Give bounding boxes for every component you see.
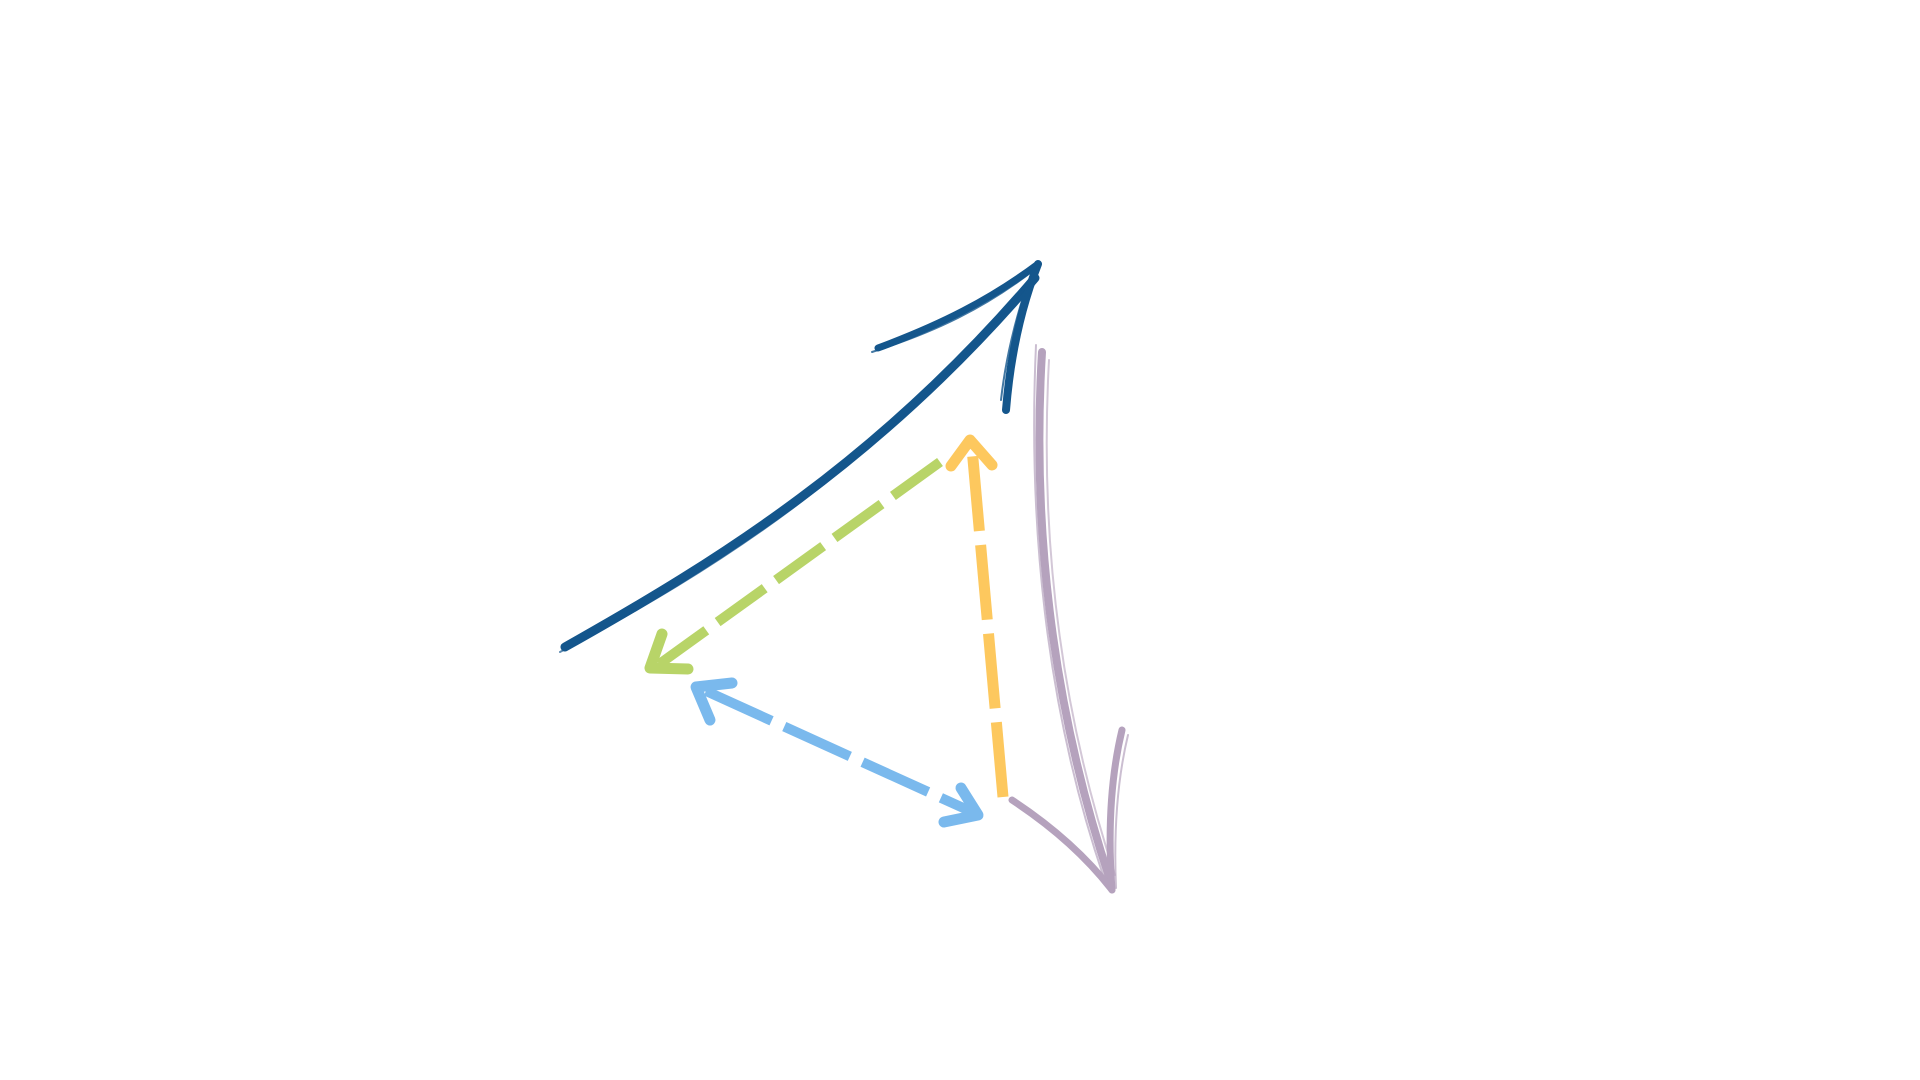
- blue-arrow-shaft-bristle: [559, 274, 1037, 653]
- purple-arrow-shaft-bristle: [1045, 359, 1116, 876]
- light-blue-arrow-shaft: [703, 686, 973, 816]
- yellow-dashed-arrow: [945, 434, 1009, 798]
- light-blue-dashed-arrow: [690, 677, 984, 828]
- purple-arrowhead-left: [1008, 796, 1116, 894]
- light-blue-arrowhead-start: [690, 677, 738, 726]
- purple-arrowhead-right-bristle: [1114, 734, 1129, 889]
- yellow-arrowhead: [945, 434, 998, 472]
- green-arrow-shaft: [655, 457, 943, 670]
- purple-arrow-shaft: [1035, 348, 1114, 884]
- purple-arrowhead-right: [1106, 726, 1126, 894]
- blue-arrowhead-upper-bristle: [871, 269, 1035, 353]
- blue-brush-arrow: [559, 260, 1042, 653]
- yellow-arrow-shaft: [966, 447, 1009, 798]
- blue-arrowhead-lower-bristle: [1000, 271, 1033, 401]
- purple-arrow-shaft-bristle: [1033, 344, 1105, 879]
- purple-brush-arrow: [1008, 344, 1129, 894]
- blue-arrow-shaft: [560, 273, 1040, 652]
- light-blue-arrowhead-end: [938, 782, 984, 828]
- green-arrowhead: [644, 628, 694, 675]
- blue-arrowhead-lower: [1002, 260, 1042, 414]
- green-dashed-arrow: [644, 457, 943, 675]
- blue-arrowhead-upper: [874, 260, 1042, 352]
